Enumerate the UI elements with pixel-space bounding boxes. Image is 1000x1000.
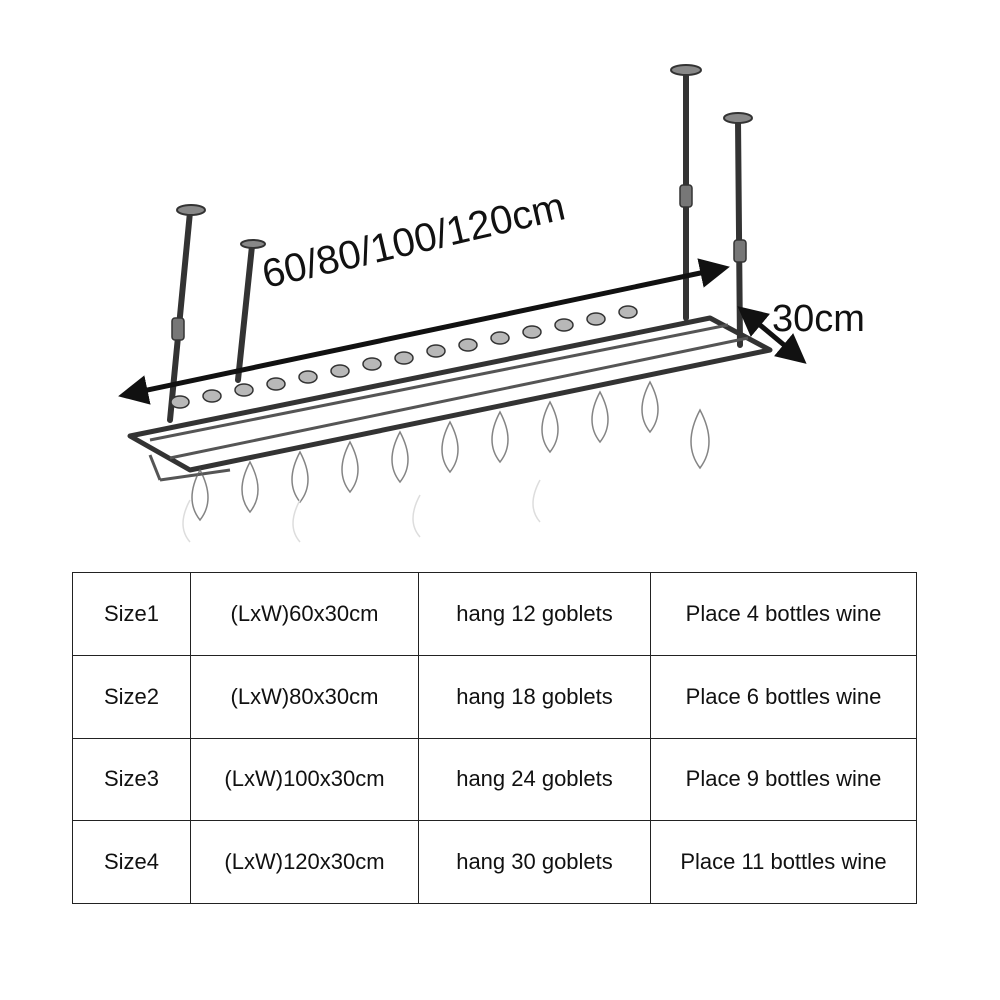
size-cell: Size3 xyxy=(72,737,191,822)
ceiling-mounts xyxy=(176,64,753,249)
table-row: Size1 (LxW)60x30cm hang 12 goblets Place… xyxy=(72,572,917,656)
dimensions-cell: (LxW)120x30cm xyxy=(190,820,419,904)
size-cell: Size1 xyxy=(72,572,191,656)
dimensions-cell: (LxW)60x30cm xyxy=(190,572,419,656)
bottles-cell: Place 11 bottles wine xyxy=(650,820,917,904)
table-row: Size2 (LxW)80x30cm hang 18 goblets Place… xyxy=(72,654,917,739)
goblets-cell: hang 30 goblets xyxy=(418,820,651,904)
dimensions-cell: (LxW)80x30cm xyxy=(190,654,419,739)
goblets-cell: hang 18 goblets xyxy=(418,654,651,739)
goblets-cell: hang 24 goblets xyxy=(418,737,651,822)
dimensions-cell: (LxW)100x30cm xyxy=(190,737,419,822)
goblets-cell: hang 12 goblets xyxy=(418,572,651,656)
length-dimension-arrow xyxy=(118,258,730,405)
size-cell: Size2 xyxy=(72,654,191,739)
width-dimension-arrow xyxy=(737,306,807,364)
goblet-reflections xyxy=(182,479,541,543)
table-row: Size4 (LxW)120x30cm hang 30 goblets Plac… xyxy=(72,820,917,904)
size-spec-table: Size1 (LxW)60x30cm hang 12 goblets Place… xyxy=(72,572,917,904)
bottles-cell: Place 4 bottles wine xyxy=(650,572,917,656)
table-row: Size3 (LxW)100x30cm hang 24 goblets Plac… xyxy=(72,737,917,822)
wine-rack-illustration xyxy=(118,64,807,543)
bottles-cell: Place 9 bottles wine xyxy=(650,737,917,822)
size-cell: Size4 xyxy=(72,820,191,904)
bottles-cell: Place 6 bottles wine xyxy=(650,654,917,739)
width-dimension-label: 30cm xyxy=(772,298,865,340)
